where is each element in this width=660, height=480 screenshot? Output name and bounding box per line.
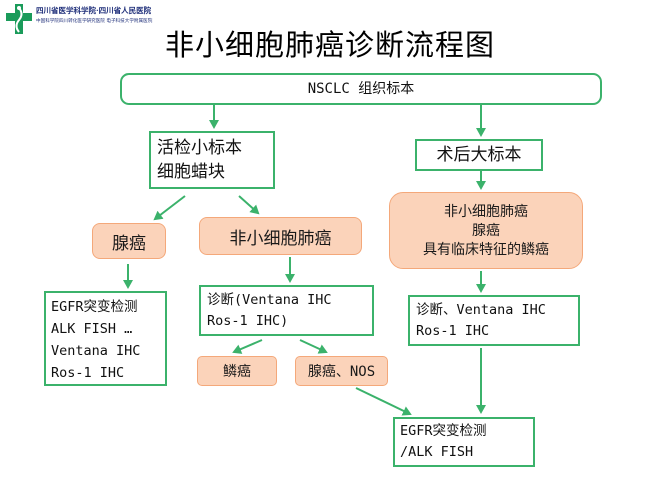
ihc-diagnosis-left-node: 诊断(Ventana IHC Ros-1 IHC) <box>199 285 374 336</box>
biopsy-line-1: 活检小标本 <box>157 138 242 158</box>
resection-dx-line-1: 非小细胞肺癌 <box>444 204 528 220</box>
biopsy-line-2: 细胞蜡块 <box>157 162 225 182</box>
egfr-final-line-1: EGFR突变检测 <box>400 423 487 439</box>
resection-diagnosis-node: 非小细胞肺癌 腺癌 具有临床特征的鳞癌 <box>389 192 583 269</box>
ihc-left-line-2: Ros-1 IHC) <box>207 313 289 329</box>
adeno-tests-node: EGFR突变检测 ALK FISH … Ventana IHC Ros-1 IH… <box>44 291 167 386</box>
specimen-root-node: NSCLC 组织标本 <box>120 73 602 105</box>
hospital-logo: 四川省医学科学院·四川省人民医院 中国科学院四川转化医学研究医院 电子科技大学附… <box>4 2 174 38</box>
logo-text-primary: 四川省医学科学院·四川省人民医院 <box>36 6 152 15</box>
ihc-left-line-1: 诊断(Ventana IHC <box>207 292 332 308</box>
biopsy-specimen-node: 活检小标本 细胞蜡块 <box>149 131 275 189</box>
arrow-ihc-to-adeno-nos <box>299 339 328 354</box>
resection-specimen-node: 术后大标本 <box>415 139 543 171</box>
adenocarcinoma-node: 腺癌 <box>92 223 166 259</box>
ihc-right-line-1: 诊断、Ventana IHC <box>416 302 546 318</box>
arrow-ihc-to-squamous <box>232 339 263 354</box>
egfr-final-line-2: /ALK FISH <box>400 444 474 460</box>
resection-dx-line-2: 腺癌 <box>472 223 500 239</box>
resection-dx-line-3: 具有临床特征的鳞癌 <box>423 242 549 258</box>
logo-text-secondary: 中国科学院四川转化医学研究医院 电子科技大学附属医院 <box>36 19 153 24</box>
ihc-diagnosis-right-node: 诊断、Ventana IHC Ros-1 IHC <box>408 295 580 346</box>
arrow-biopsy-to-adeno <box>153 195 186 221</box>
adeno-test-3: Ventana IHC <box>51 343 141 359</box>
page-title: 非小细胞肺癌诊断流程图 <box>164 28 495 62</box>
arrow-biopsy-to-nsclc <box>238 195 260 215</box>
egfr-alk-test-node: EGFR突变检测 /ALK FISH <box>393 417 535 467</box>
adeno-test-2: ALK FISH … <box>51 321 133 337</box>
adeno-test-4: Ros-1 IHC <box>51 365 125 381</box>
adeno-test-1: EGFR突变检测 <box>51 299 138 315</box>
arrow-adeno-nos-to-egfr <box>355 387 412 416</box>
nsclc-node: 非小细胞肺癌 <box>199 217 362 255</box>
ihc-right-line-2: Ros-1 IHC <box>416 323 490 339</box>
adeno-nos-node: 腺癌、NOS <box>295 356 388 386</box>
hospital-emblem-icon <box>6 4 32 34</box>
squamous-node: 鳞癌 <box>197 356 277 386</box>
